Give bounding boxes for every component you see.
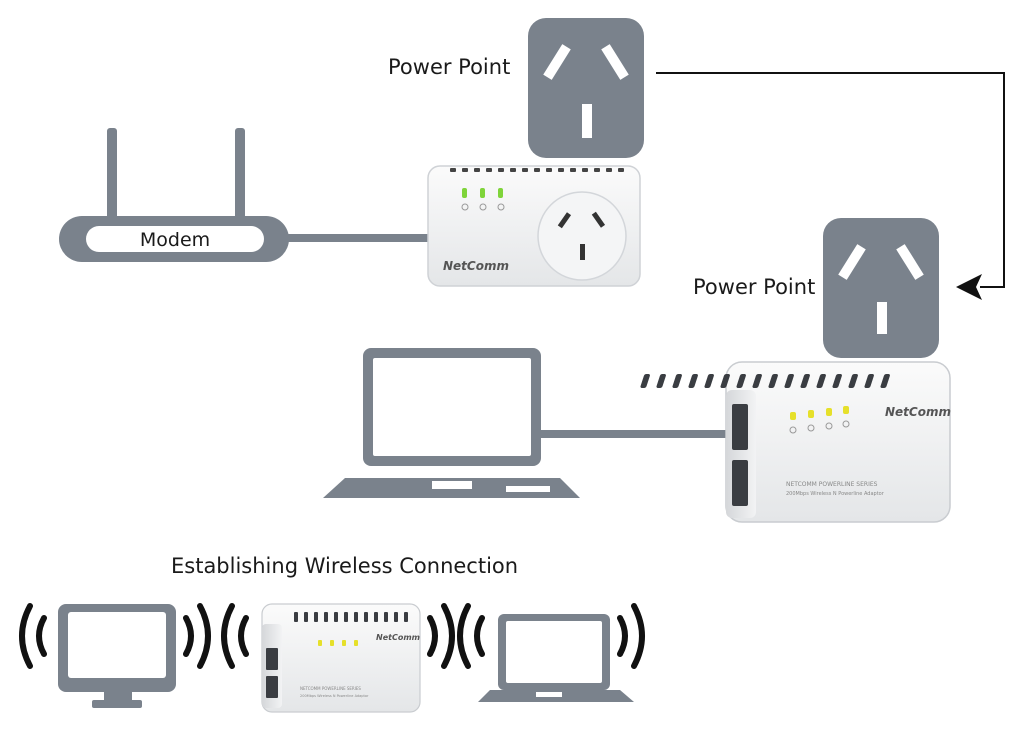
series-subtext-adaptor3: 200Mbps Wireless N Powerline Adaptor: [300, 694, 369, 698]
arrow-head-icon: [956, 274, 982, 300]
wifi-signal-icon-adaptor-right: [427, 603, 455, 669]
series-text-adaptor3: NETCOMM POWERLINE SERIES: [300, 686, 361, 691]
wifi-signal-icon-laptop-right: [617, 603, 645, 669]
power-point-top: [528, 18, 644, 158]
ethernet-cable-laptop: [541, 430, 729, 438]
status-leds: [318, 640, 358, 646]
wifi-signal-icon-monitor-right: [183, 603, 211, 669]
desktop-monitor: [58, 604, 176, 708]
power-connection-line: [656, 72, 1005, 300]
power-point-label-middle: Power Point: [693, 275, 815, 299]
wifi-signal-icon-laptop-left: [457, 603, 485, 669]
modem-label: Modem: [140, 229, 210, 251]
modem: Modem: [59, 128, 289, 262]
status-leds: [789, 406, 850, 434]
laptop-wireless: [478, 614, 634, 702]
power-point-label-top: Power Point: [388, 55, 510, 79]
wireless-powerline-adaptor-small: NetComm NETCOMM POWERLINE SERIES 200Mbps…: [261, 603, 421, 713]
brand-logo-adaptor1: NetComm: [443, 259, 509, 273]
status-leds: [461, 188, 505, 211]
brand-logo-adaptor3: NetComm: [376, 633, 420, 642]
wifi-signal-icon-adaptor-left: [221, 603, 249, 669]
series-subtext-adaptor2: 200Mbps Wireless N Powerline Adaptor: [786, 491, 885, 497]
ethernet-cable-modem: [288, 234, 433, 242]
wireless-section-title: Establishing Wireless Connection: [171, 554, 518, 578]
powerline-adaptor-passthrough: NetComm: [427, 165, 641, 287]
wifi-signal-icon-monitor-left: [19, 603, 47, 669]
series-text-adaptor2: NETCOMM POWERLINE SERIES: [786, 481, 878, 488]
wireless-powerline-adaptor: NetComm NETCOMM POWERLINE SERIES 200Mbps…: [640, 361, 951, 523]
power-point-middle: [823, 218, 939, 358]
brand-logo-adaptor2: NetComm: [885, 405, 951, 419]
laptop-wired: [323, 348, 580, 498]
